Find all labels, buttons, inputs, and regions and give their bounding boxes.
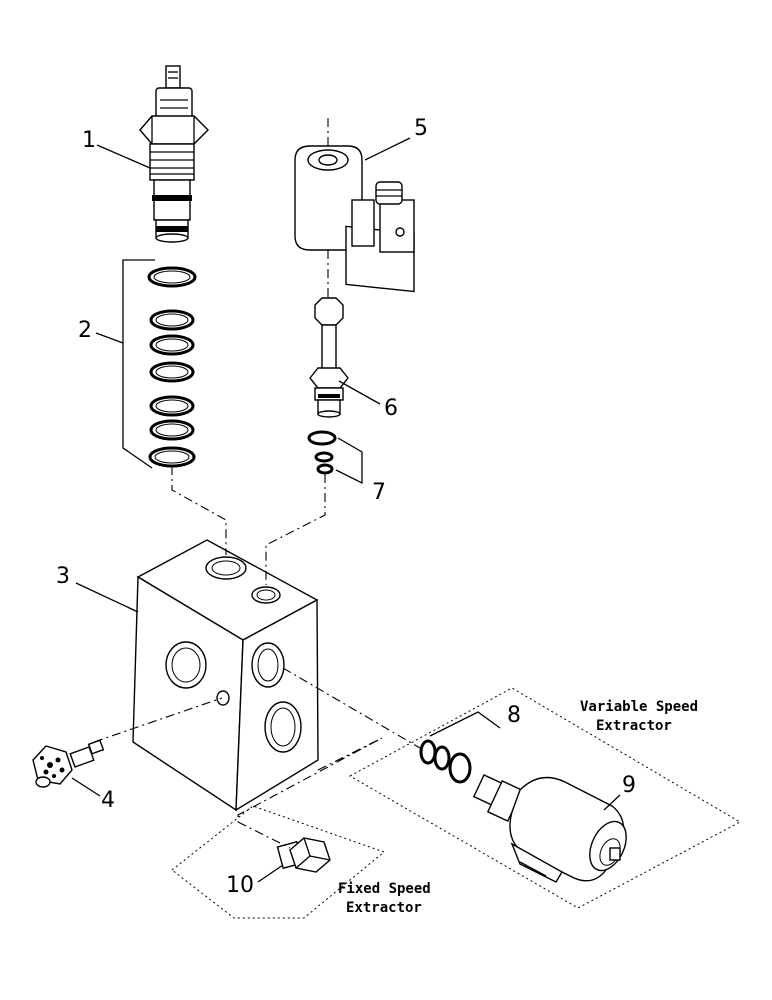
callout-8: 8 <box>507 703 521 728</box>
assembly-lines <box>93 118 421 849</box>
part-2-o-ring-set <box>122 259 197 469</box>
fixed-speed-label: Fixed Speed Extractor <box>338 880 431 918</box>
part-7-o-rings <box>307 430 363 485</box>
callout-1: 1 <box>82 128 96 153</box>
callout-3: 3 <box>56 564 70 589</box>
part-10-plug <box>276 837 331 873</box>
part-8-o-rings <box>419 711 501 784</box>
variable-speed-label-line2: Extractor <box>596 718 672 734</box>
callout-5: 5 <box>414 116 428 141</box>
part-1-cartridge-valve <box>139 65 209 243</box>
callout-2: 2 <box>78 318 92 343</box>
fixed-speed-label-line2: Extractor <box>346 900 422 916</box>
callout-4: 4 <box>101 788 115 813</box>
fixed-speed-group-box <box>171 805 386 919</box>
variable-speed-group-box <box>348 687 742 909</box>
part-6-solenoid-valve <box>309 297 349 418</box>
variable-speed-label-line1: Variable Speed <box>580 699 699 715</box>
fixed-speed-label-line1: Fixed Speed <box>338 881 431 897</box>
callout-9: 9 <box>622 773 636 798</box>
part-4-needle-valve <box>32 739 105 788</box>
part-3-manifold-block <box>132 539 319 812</box>
variable-speed-label: Variable Speed Extractor <box>580 698 698 736</box>
callout-7: 7 <box>372 480 386 505</box>
callout-6: 6 <box>384 396 398 421</box>
part-5-solenoid-coil <box>294 145 415 293</box>
part-9-proportional-valve <box>472 773 627 883</box>
callout-10: 10 <box>226 873 254 898</box>
leader-lines <box>71 137 621 883</box>
